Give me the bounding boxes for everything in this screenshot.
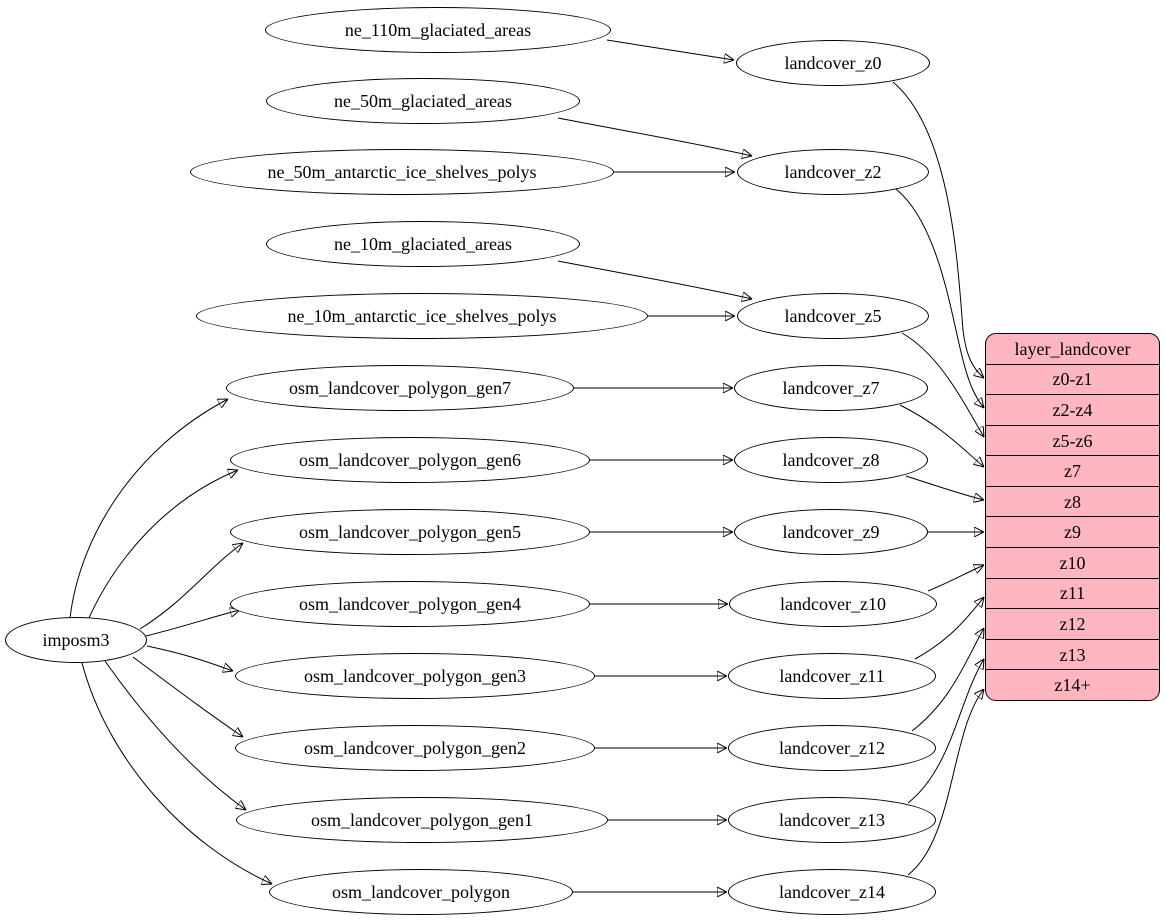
node-label: ne_50m_glaciated_areas [334,91,512,111]
edge-landcover-z14-to-row-z14plus [907,689,984,876]
node-landcover-z8: landcover_z8 [734,437,928,483]
node-ne-10m-antarctic-ice-shelves-polys: ne_10m_antarctic_ice_shelves_polys [196,293,648,339]
node-landcover-z9: landcover_z9 [734,509,928,555]
node-osm-landcover-polygon-gen7: osm_landcover_polygon_gen7 [226,365,574,411]
edge-imposm3-to-osm-landcover-polygon-gen4 [145,610,240,637]
node-label: osm_landcover_polygon_gen1 [311,810,533,830]
node-label: landcover_z9 [782,522,880,542]
node-osm-landcover-polygon-gen6: osm_landcover_polygon_gen6 [230,437,590,483]
edge-imposm3-to-osm-landcover-polygon-gen3 [146,645,233,671]
node-landcover-z10: landcover_z10 [729,581,937,627]
record-row-z9: z9 [986,516,1159,547]
edge-ne-50m-glaciated-areas-to-landcover-z2 [557,117,752,156]
node-ne-50m-glaciated-areas: ne_50m_glaciated_areas [266,78,580,124]
edge-imposm3-to-osm-landcover-polygon-gen2 [132,656,243,737]
node-ne-110m-glaciated-areas: ne_110m_glaciated_areas [265,7,611,53]
node-osm-landcover-polygon-gen2: osm_landcover_polygon_gen2 [235,725,595,771]
node-label: ne_10m_antarctic_ice_shelves_polys [287,306,557,326]
node-label: ne_50m_antarctic_ice_shelves_polys [267,162,537,182]
record-row-z2-z4: z2-z4 [986,394,1159,425]
node-osm-landcover-polygon-gen1: osm_landcover_polygon_gen1 [236,797,608,843]
edge-imposm3-to-osm-landcover-polygon-gen7 [69,399,228,619]
record-row-z12: z12 [986,608,1159,639]
node-label: osm_landcover_polygon_gen3 [304,666,526,686]
node-label: imposm3 [42,630,110,650]
node-ne-10m-glaciated-areas: ne_10m_glaciated_areas [266,221,580,267]
node-landcover-z7: landcover_z7 [734,365,928,411]
node-osm-landcover-polygon: osm_landcover_polygon [269,869,573,915]
node-landcover-z2: landcover_z2 [737,149,929,195]
node-label: osm_landcover_polygon [332,882,510,902]
record-row-z5-z6: z5-z6 [986,424,1159,456]
record-row-z11: z11 [986,577,1159,609]
node-label: landcover_z10 [780,594,886,614]
edge-landcover-z10-to-row-z10 [927,565,984,592]
node-label: landcover_z11 [779,666,885,686]
node-landcover-z14: landcover_z14 [728,869,936,915]
edge-imposm3-to-osm-landcover-polygon-gen1 [104,660,246,810]
node-label: landcover_z2 [784,162,882,182]
node-label: ne_10m_glaciated_areas [334,234,512,254]
node-landcover-z12: landcover_z12 [728,725,936,771]
record-row-z7: z7 [986,455,1159,486]
node-label: osm_landcover_polygon_gen5 [299,522,521,542]
node-label: osm_landcover_polygon_gen4 [299,594,521,614]
edge-ne-10m-glaciated-areas-to-landcover-z5 [557,260,752,299]
edge-imposm3-to-osm-landcover-polygon-gen5 [139,543,243,630]
edge-ne-110m-glaciated-areas-to-landcover-z0 [606,39,734,60]
node-label: landcover_z12 [779,738,885,758]
node-osm-landcover-polygon-gen3: osm_landcover_polygon_gen3 [235,653,595,699]
node-ne-50m-antarctic-ice-shelves-polys: ne_50m_antarctic_ice_shelves_polys [190,149,614,195]
node-osm-landcover-polygon-gen5: osm_landcover_polygon_gen5 [230,509,590,555]
record-node-layer-landcover: layer_landcover z0-z1 z2-z4 z5-z6 z7 z8 … [985,333,1160,701]
node-imposm3: imposm3 [5,617,147,663]
record-title: layer_landcover [1014,338,1131,359]
record-row-z0-z1: z0-z1 [986,363,1159,395]
edge-imposm3-to-osm-landcover-polygon-gen6 [87,470,238,621]
node-label: osm_landcover_polygon_gen2 [304,738,526,758]
record-row-z13: z13 [986,638,1159,670]
node-label: landcover_z5 [784,306,882,326]
node-label: landcover_z0 [784,53,882,73]
edge-landcover-z8-to-row-z8 [905,475,984,500]
edge-imposm3-to-osm-landcover-polygon [81,662,272,884]
node-label: osm_landcover_polygon_gen6 [299,450,521,470]
node-landcover-z11: landcover_z11 [728,653,936,699]
node-osm-landcover-polygon-gen4: osm_landcover_polygon_gen4 [230,581,590,627]
node-label: landcover_z14 [779,882,885,902]
record-row-z8: z8 [986,485,1159,517]
node-label: osm_landcover_polygon_gen7 [289,378,511,398]
record-row-z10: z10 [986,547,1159,578]
node-label: landcover_z7 [782,378,880,398]
edge-landcover-z0-to-row-z0-z1 [892,81,984,378]
node-label: landcover_z13 [779,810,885,830]
record-row-z14plus: z14+ [986,669,1159,700]
node-landcover-z13: landcover_z13 [728,797,936,843]
node-landcover-z5: landcover_z5 [737,293,929,339]
node-label: ne_110m_glaciated_areas [344,20,532,40]
node-landcover-z0: landcover_z0 [736,40,930,86]
node-label: landcover_z8 [782,450,880,470]
